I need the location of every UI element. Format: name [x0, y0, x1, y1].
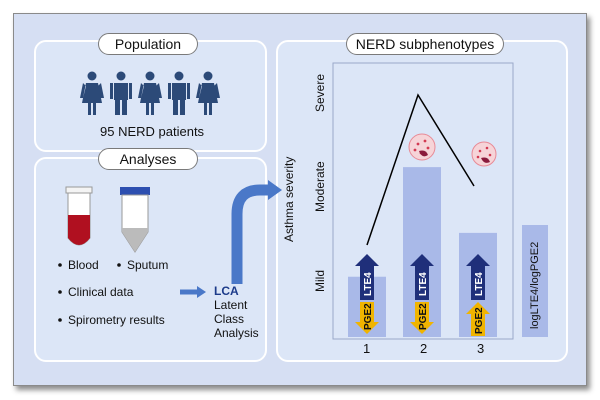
- person-icon: [80, 71, 104, 115]
- analyses-item-clinical: Clinical data: [68, 285, 134, 299]
- pge-arrow-icon: [410, 302, 434, 334]
- person-icon: [138, 71, 162, 115]
- severity-trend-line: [366, 93, 475, 246]
- pge-label: PGE2: [474, 307, 485, 334]
- cluster-label-3: 3: [477, 341, 485, 356]
- analyses-item-sputum: Sputum: [127, 258, 169, 272]
- blood-tube-icon: [65, 186, 93, 246]
- pge-arrow-icon: [466, 302, 490, 336]
- analyses-item-spirometry: Spirometry results: [68, 313, 165, 327]
- pge-label: PGE2: [363, 303, 374, 330]
- person-icon: [196, 71, 220, 115]
- plot-area: [332, 62, 514, 340]
- ratio-bar: [522, 225, 548, 337]
- severity-level-severe: Severe: [313, 73, 327, 112]
- lte-arrow-icon: [410, 254, 434, 300]
- flow-arrow-icon: [231, 184, 270, 284]
- lca-line3: Analysis: [214, 326, 259, 340]
- population-caption: 95 NERD patients: [100, 124, 205, 139]
- person-icon: [168, 71, 190, 115]
- eosinophil-icon: [471, 141, 497, 167]
- sputum-tube-icon: [120, 187, 150, 253]
- lte-arrow-icon: [355, 254, 379, 300]
- lca-abbrev: LCA: [214, 284, 239, 298]
- pge-arrow-icon: [355, 302, 379, 334]
- eosinophil-icon: [408, 133, 436, 161]
- ratio-label-text: logLTE4/logPGE2: [529, 241, 541, 329]
- cluster-label-2: 2: [420, 341, 428, 356]
- lte-label: LTE4: [474, 272, 485, 296]
- lte-label: LTE4: [418, 272, 429, 296]
- analyses-title: Analyses: [98, 148, 198, 170]
- cluster-label-1: 1: [363, 341, 371, 356]
- lte-label: LTE4: [363, 272, 374, 296]
- subphenotypes-title: NERD subphenotypes: [346, 33, 504, 55]
- person-icon: [110, 71, 132, 115]
- severity-level-moderate: Moderate: [313, 161, 327, 212]
- ratio-label: logLTE4/logPGE2: [529, 242, 541, 329]
- lca-line1: Latent: [214, 298, 248, 312]
- severity-level-mild: Mild: [313, 269, 327, 292]
- analyses-item-blood: Blood: [68, 258, 99, 272]
- population-title: Population: [98, 33, 198, 55]
- pge-label: PGE2: [418, 303, 429, 330]
- lte-arrow-icon: [466, 254, 490, 300]
- lca-line2: Class: [214, 312, 245, 326]
- axis-label-asthma-severity: Asthma severity: [282, 156, 296, 242]
